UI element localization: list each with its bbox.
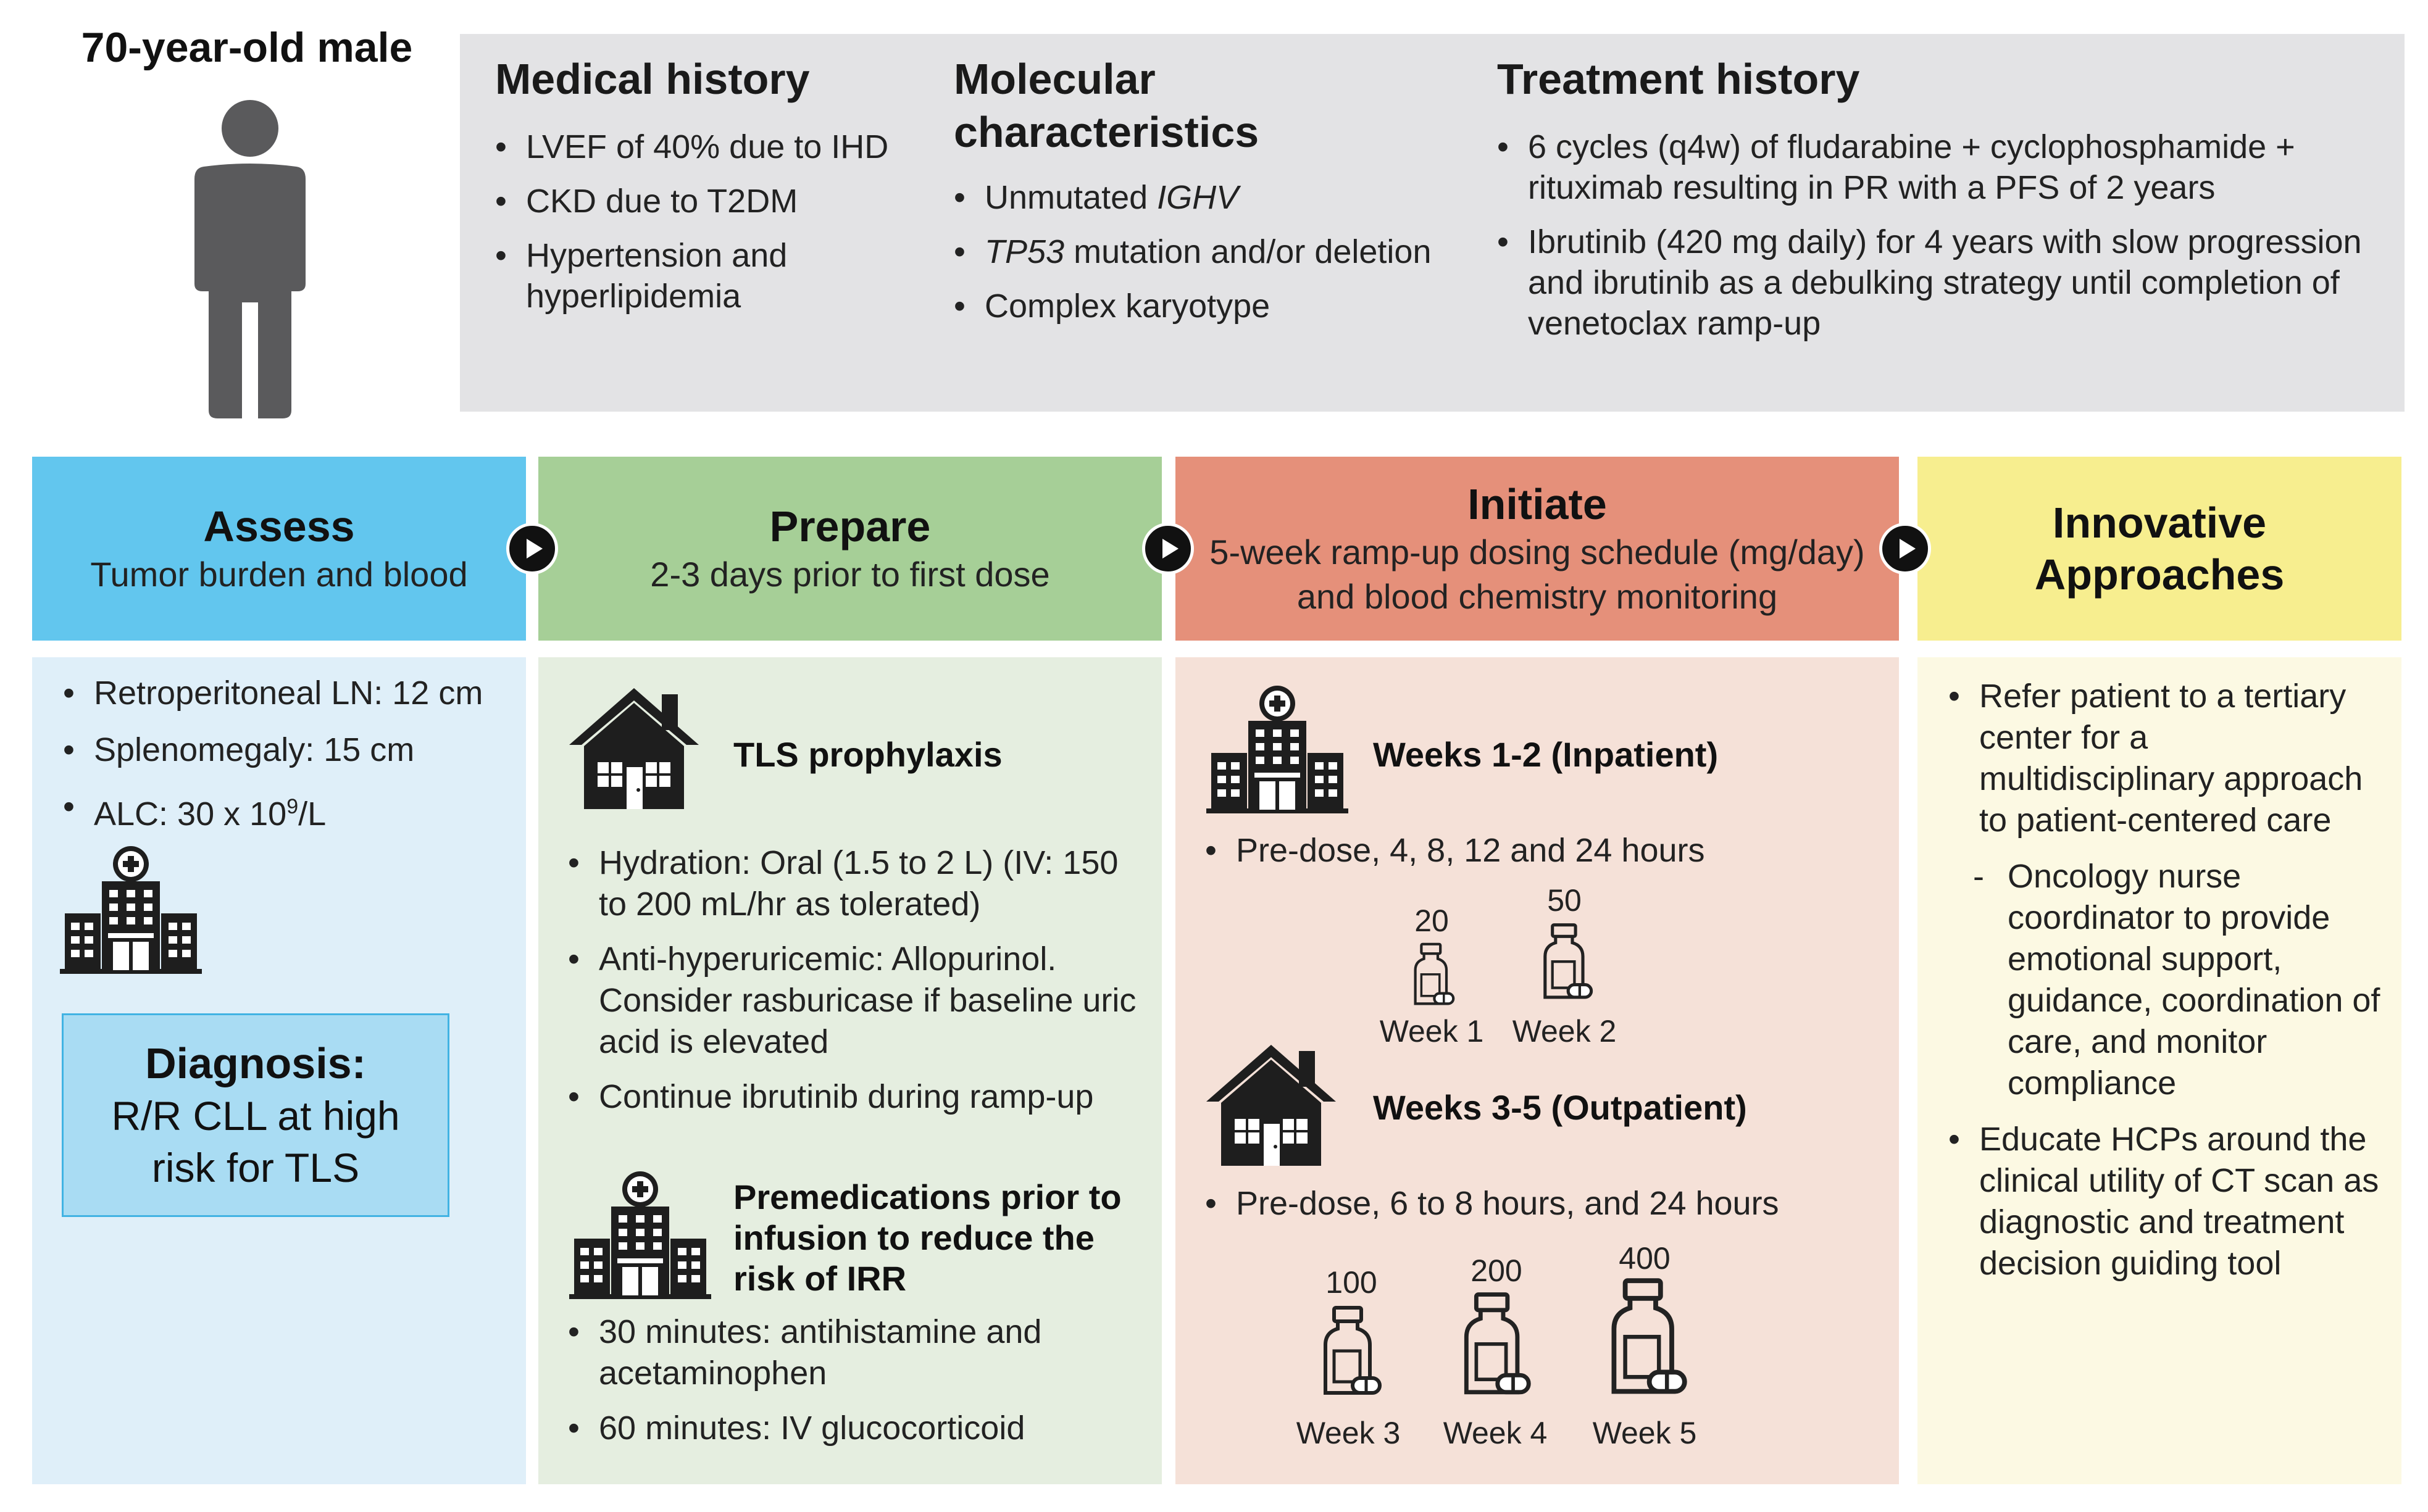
dose-mg: 200 bbox=[1471, 1253, 1522, 1288]
alc-exponent: 9 bbox=[286, 795, 299, 818]
tls-item: Hydration: Oral (1.5 to 2 L) (IV: 150 to… bbox=[568, 842, 1148, 925]
dose-mg: 400 bbox=[1619, 1241, 1671, 1276]
house-icon bbox=[569, 688, 699, 812]
play-arrow-icon bbox=[506, 523, 558, 575]
molecular-item: Complex karyotype bbox=[954, 286, 1472, 326]
prepare-column: TLS prophylaxis Hydration: Oral (1.5 to … bbox=[538, 657, 1162, 1484]
alc-text: ALC: 30 x 10 bbox=[94, 795, 287, 833]
stage-title: Assess bbox=[203, 502, 355, 550]
outpatient-monitoring-item: Pre-dose, 6 to 8 hours, and 24 hours bbox=[1205, 1183, 1884, 1224]
dose-week: Week 3 bbox=[1296, 1416, 1401, 1450]
hospital-icon bbox=[1206, 685, 1348, 815]
medical-history-section: Medical history LVEF of 40% due to IHD C… bbox=[495, 52, 927, 330]
dose-mg: 20 bbox=[1414, 903, 1449, 938]
molecular-item: TP53 mutation and/or deletion bbox=[954, 231, 1472, 272]
tls-prophylaxis-heading: TLS prophylaxis bbox=[733, 735, 1003, 774]
stage-initiate: Initiate 5-week ramp-up dosing schedule … bbox=[1175, 457, 1899, 641]
premed-item: 60 minutes: IV glucocorticoid bbox=[568, 1408, 1148, 1449]
molecular-item: Unmutated IGHV bbox=[954, 177, 1472, 218]
assess-item: Splenomegaly: 15 cm bbox=[63, 729, 520, 771]
tls-item: Anti-hyperuricemic: Allopurinol. Conside… bbox=[568, 939, 1148, 1063]
hospital-icon bbox=[569, 1171, 711, 1300]
dose-week: Week 5 bbox=[1592, 1416, 1697, 1450]
play-arrow-icon bbox=[1142, 523, 1194, 575]
diagnosis-title: Diagnosis: bbox=[145, 1039, 366, 1087]
stage-subtitle: 5-week ramp-up dosing schedule (mg/day) … bbox=[1209, 533, 1865, 616]
gene-name: IGHV bbox=[1157, 179, 1239, 216]
stage-subtitle: Tumor burden and blood bbox=[90, 555, 468, 594]
innovative-column: Refer patient to a tertiary center for a… bbox=[1917, 657, 2401, 1484]
stage-innovative: Innovative Approaches bbox=[1917, 457, 2401, 641]
assess-column: Retroperitoneal LN: 12 cm Splenomegaly: … bbox=[32, 657, 526, 1484]
medical-history-item: LVEF of 40% due to IHD bbox=[495, 127, 927, 167]
innovative-item: Educate HCPs around the clinical utility… bbox=[1948, 1119, 2380, 1284]
person-icon bbox=[179, 99, 321, 420]
innovative-item: Refer patient to a tertiary center for a… bbox=[1948, 676, 2380, 841]
pill-bottle-icon bbox=[1541, 923, 1593, 1002]
stage-subtitle: 2-3 days prior to first dose bbox=[650, 555, 1050, 594]
patient-title: 70-year-old male bbox=[81, 24, 413, 71]
stage-title: Prepare bbox=[769, 502, 931, 550]
treatment-history-item: Ibrutinib (420 mg daily) for 4 years wit… bbox=[1497, 222, 2392, 344]
stage-prepare: Prepare 2-3 days prior to first dose bbox=[538, 457, 1162, 641]
dose-week: Week 4 bbox=[1443, 1416, 1548, 1450]
pill-bottle-icon bbox=[1461, 1292, 1532, 1398]
pill-bottle-icon bbox=[1412, 942, 1455, 1007]
assess-item: Retroperitoneal LN: 12 cm bbox=[63, 673, 520, 714]
treatment-history-item: 6 cycles (q4w) of fludarabine + cyclopho… bbox=[1497, 127, 2392, 208]
medical-history-item: Hypertension and hyperlipidemia bbox=[495, 235, 927, 317]
dose-mg: 50 bbox=[1547, 883, 1582, 918]
molecular-heading: Molecular characteristics bbox=[954, 55, 1259, 156]
premed-item: 30 minutes: antihistamine and acetaminop… bbox=[568, 1311, 1148, 1394]
molecular-item-text: mutation and/or deletion bbox=[1064, 233, 1432, 270]
inpatient-monitoring-item: Pre-dose, 4, 8, 12 and 24 hours bbox=[1205, 830, 1884, 871]
treatment-history-section: Treatment history 6 cycles (q4w) of flud… bbox=[1497, 52, 2392, 357]
gene-name: TP53 bbox=[985, 233, 1065, 270]
stage-title: Initiate bbox=[1467, 480, 1607, 528]
alc-unit: /L bbox=[298, 795, 327, 833]
stage-title: Innovative Approaches bbox=[2034, 499, 2285, 599]
hospital-icon bbox=[60, 845, 202, 975]
dose-week: Week 1 bbox=[1379, 1014, 1484, 1049]
diagnosis-text: R/R CLL at high risk for TLS bbox=[111, 1093, 400, 1190]
assess-item: ALC: 30 x 109/L bbox=[63, 786, 520, 835]
treatment-history-heading: Treatment history bbox=[1497, 55, 1860, 103]
pill-bottle-icon bbox=[1608, 1277, 1688, 1398]
stage-assess: Assess Tumor burden and blood bbox=[32, 457, 526, 641]
premedications-heading: Premedications prior to infusion to redu… bbox=[733, 1178, 1122, 1298]
inpatient-heading: Weeks 1-2 (Inpatient) bbox=[1373, 735, 1719, 774]
medical-history-heading: Medical history bbox=[495, 55, 810, 103]
medical-history-item: CKD due to T2DM bbox=[495, 181, 927, 222]
patient-history-panel: Medical history LVEF of 40% due to IHD C… bbox=[460, 34, 2405, 412]
dose-week: Week 2 bbox=[1512, 1014, 1617, 1049]
molecular-item-text: Unmutated bbox=[985, 179, 1158, 216]
house-icon bbox=[1206, 1045, 1336, 1168]
pill-bottle-icon bbox=[1320, 1305, 1382, 1398]
tls-item: Continue ibrutinib during ramp-up bbox=[568, 1076, 1148, 1118]
outpatient-heading: Weeks 3-5 (Outpatient) bbox=[1373, 1088, 1747, 1127]
innovative-subitem: Oncology nurse coordinator to provide em… bbox=[1948, 856, 2380, 1104]
initiate-column: Weeks 1-2 (Inpatient) Pre-dose, 4, 8, 12… bbox=[1175, 657, 1899, 1484]
diagnosis-box: Diagnosis: R/R CLL at high risk for TLS bbox=[62, 1013, 449, 1217]
play-arrow-icon bbox=[1879, 523, 1931, 575]
molecular-section: Molecular characteristics Unmutated IGHV… bbox=[954, 52, 1472, 340]
dose-mg: 100 bbox=[1325, 1265, 1377, 1300]
